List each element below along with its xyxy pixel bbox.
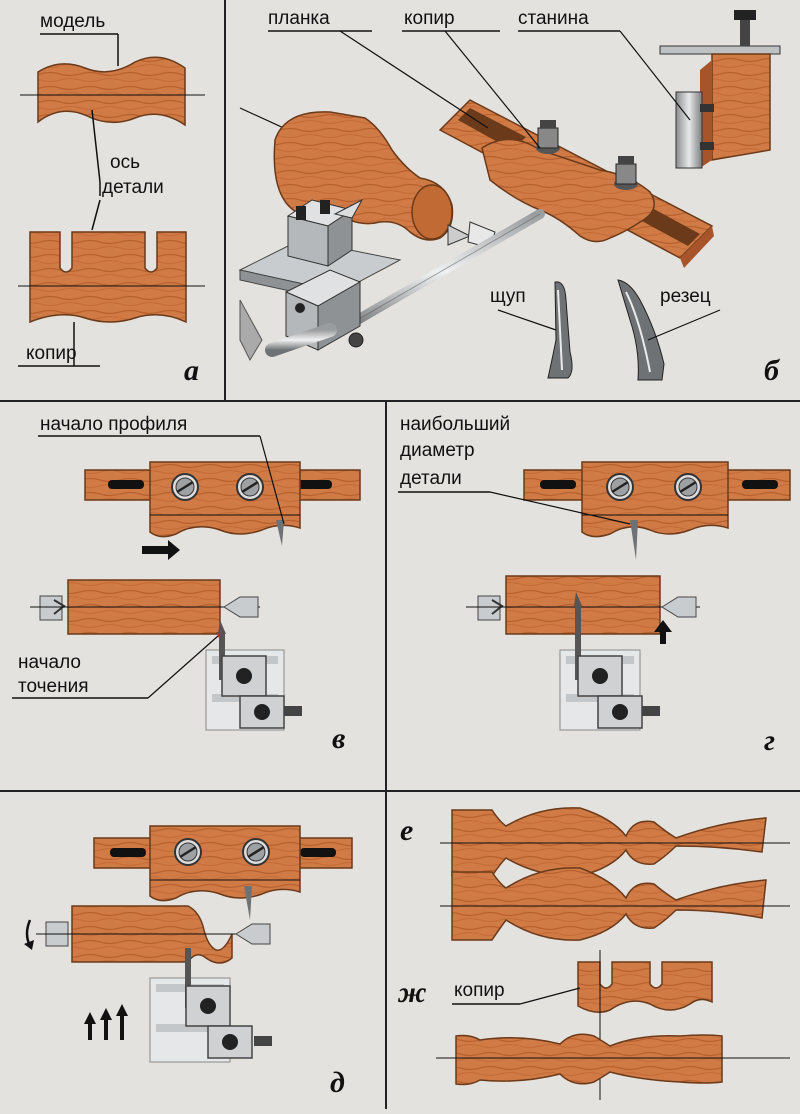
turned-part-e2 <box>451 867 767 941</box>
label-turning-1: начало <box>18 652 81 673</box>
turned-part-e1 <box>451 807 767 877</box>
label-diam-3: детали <box>400 468 462 489</box>
feed-arrows-d <box>84 1004 128 1040</box>
label-copier-zh: копир <box>454 980 505 1001</box>
panel-v: начало профиля начало точения в <box>12 414 361 755</box>
label-frame-b: станина <box>518 8 589 29</box>
label-diam-1: наибольший <box>400 414 510 435</box>
panel-a: модель ось детали копир а <box>18 11 205 387</box>
panel-letter-zh: ж <box>397 976 427 1009</box>
label-model: модель <box>40 11 105 32</box>
panel-letter-e: е <box>400 814 413 847</box>
copier-d <box>149 825 301 902</box>
cutter-b <box>617 279 665 381</box>
probe-b <box>547 281 573 379</box>
panel-e: е <box>400 807 790 941</box>
label-cutter-b: резец <box>660 286 711 307</box>
panel-b: планка копир станина щуп резец б <box>238 8 781 387</box>
label-profile-start: начало профиля <box>40 414 187 435</box>
label-axis-1: ось <box>110 152 140 173</box>
label-diam-2: диаметр <box>400 440 475 461</box>
frame-b <box>659 10 781 169</box>
carriage-b <box>238 198 545 362</box>
label-copier-b: копир <box>404 8 455 29</box>
panel-letter-v: в <box>332 722 345 755</box>
bar-and-copier-b <box>438 99 714 268</box>
copier-g <box>581 461 729 538</box>
panel-letter-a: а <box>184 354 199 387</box>
panel-g: наибольший диаметр детали г <box>398 414 791 757</box>
label-turning-2: точения <box>18 676 89 697</box>
panel-letter-d: д <box>330 1066 345 1099</box>
copier-shape-a <box>29 231 187 324</box>
label-bar-b: планка <box>268 8 330 29</box>
panel-letter-g: г <box>764 724 775 757</box>
label-axis-2: детали <box>102 177 164 198</box>
label-probe-b: щуп <box>490 286 526 307</box>
panel-d: д <box>24 825 353 1099</box>
label-copier-a: копир <box>26 343 77 364</box>
model-shape <box>37 56 186 127</box>
copier-zh <box>577 961 713 1013</box>
panel-zh: копир ж <box>397 950 790 1100</box>
turned-part-zh <box>455 1033 723 1086</box>
panel-letter-b: б <box>764 354 780 387</box>
